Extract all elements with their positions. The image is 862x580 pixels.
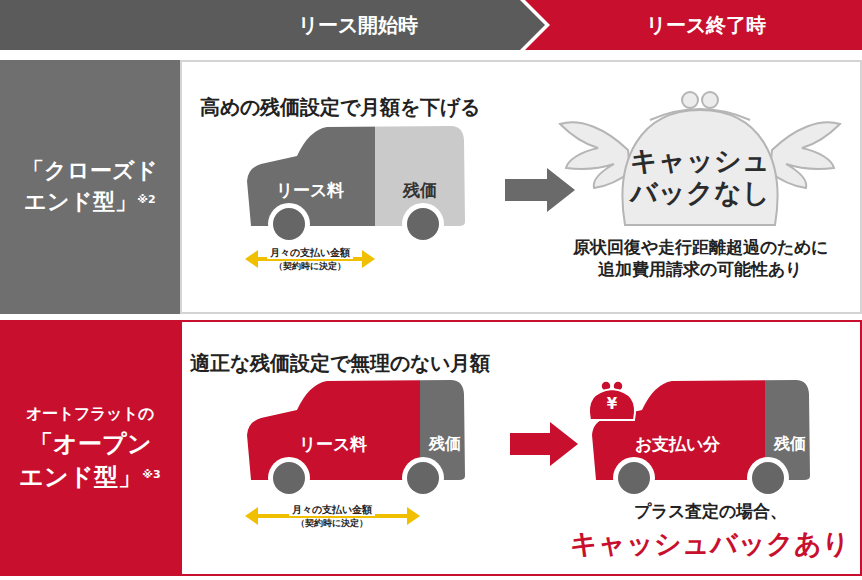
- node-label: リース終了時: [646, 13, 766, 37]
- car-illustration: [245, 380, 465, 499]
- car-segment: 残価: [765, 404, 815, 484]
- cashback-badge: キャッシュ バックなし: [585, 117, 815, 237]
- node-label: 「オープン エンド型」: [19, 430, 151, 490]
- car-illustration: [752, 462, 784, 494]
- plan-type-panel: 「クローズド エンド型」※2: [0, 60, 180, 314]
- car-illustration: [245, 126, 465, 245]
- node-label: 残価: [403, 180, 437, 200]
- node-text-block: お支払い分: [635, 433, 720, 456]
- winged-wallet-icon: [650, 109, 750, 120]
- car-illustration: [245, 380, 420, 481]
- node-label: ※3: [142, 468, 160, 481]
- car-illustration: [402, 203, 444, 245]
- chevron-shape: [525, 0, 862, 50]
- winged-wallet-icon: [560, 122, 630, 188]
- node-label: 適正な残価設定で無理のない月額: [190, 351, 490, 375]
- winged-wallet-icon: [702, 92, 718, 108]
- node-text-block: 残価: [403, 179, 437, 202]
- note-text: （契約時に決定）: [293, 518, 371, 530]
- winged-wallet-icon: [770, 122, 840, 188]
- plan-type-panel: オートフラットの「オープン エンド型」※3: [0, 320, 180, 576]
- winged-wallet-icon: [623, 110, 778, 225]
- node-text-block: 高めの残価設定で月額を下げる: [200, 94, 480, 121]
- car-illustration: [747, 457, 789, 499]
- node-label: リース開始時: [298, 13, 418, 37]
- node-text-block: リース開始時: [298, 12, 418, 39]
- purse-icon: [589, 389, 635, 420]
- phase-chevron: リース終了時: [525, 0, 862, 50]
- winged-wallet-icon: [560, 92, 840, 225]
- car-segment: リース料: [245, 404, 420, 484]
- description-text: 原状回復や走行距離超過のために 追加費用請求の可能性あり: [568, 236, 832, 280]
- node-text-block: リース終了時: [646, 12, 766, 39]
- car-illustration: [245, 126, 375, 227]
- description-text: プラス査定の場合、: [634, 500, 787, 522]
- winged-wallet-icon: [682, 92, 698, 108]
- car-illustration: [613, 457, 655, 499]
- node-text-block: キャッシュ バックなし: [629, 145, 771, 210]
- payment-span-arrow: [362, 250, 375, 268]
- note-text: 月々の支払い金額: [267, 246, 353, 259]
- car-illustration: [273, 208, 305, 240]
- node-label: 高めの残価設定で月額を下げる: [200, 95, 480, 119]
- car-illustration: [618, 462, 650, 494]
- car-segment: 残価: [375, 150, 465, 230]
- chevron-shape: [0, 0, 545, 50]
- payment-span-arrow: [245, 507, 258, 525]
- node-label: ※2: [137, 193, 155, 206]
- car-segment: お支払い分: [590, 404, 765, 484]
- car-illustration: [407, 462, 439, 494]
- node-label: オートフラットの: [16, 403, 164, 425]
- node-label: リース料: [276, 180, 344, 200]
- node-text-block: リース料: [276, 179, 344, 202]
- node-text-block: 残価: [774, 434, 806, 455]
- highlight-text: キャッシュバックあり: [570, 526, 850, 561]
- car-illustration: [268, 457, 310, 499]
- car-illustration: [402, 457, 444, 499]
- payment-span-arrow: [245, 250, 258, 268]
- node-text-block: 適正な残価設定で無理のない月額: [190, 350, 490, 377]
- car-illustration: [273, 462, 305, 494]
- car-segment: リース料: [245, 150, 375, 230]
- car-illustration: [268, 203, 310, 245]
- node-text-block: リース料: [299, 433, 367, 456]
- car-illustration: [407, 208, 439, 240]
- node-text-block: 「クローズド エンド型」※2: [16, 156, 164, 218]
- node-label: リース料: [299, 434, 367, 454]
- note-text: （契約時に決定）: [271, 261, 349, 273]
- note-text: 月々の支払い金額: [289, 503, 375, 516]
- block-arrow: [510, 422, 578, 466]
- yen-symbol: ¥: [607, 395, 617, 415]
- block-arrow: [505, 168, 575, 212]
- car-illustration: [590, 380, 765, 481]
- purse-icon: [589, 381, 635, 420]
- node-label: お支払い分: [635, 434, 720, 454]
- node-label: 残価: [429, 434, 461, 453]
- chevron-shape: [0, 0, 545, 50]
- node-text-block: 残価: [429, 434, 461, 455]
- node-text-block: オートフラットの「オープン エンド型」※3: [16, 403, 164, 493]
- node-label: 残価: [774, 434, 806, 453]
- car-segment: 残価: [420, 404, 470, 484]
- winged-wallet-icon: [560, 92, 840, 225]
- node-label: キャッシュ バックなし: [630, 145, 770, 208]
- payment-span-arrow: [407, 507, 420, 525]
- phase-chevron: リース開始時: [0, 0, 545, 50]
